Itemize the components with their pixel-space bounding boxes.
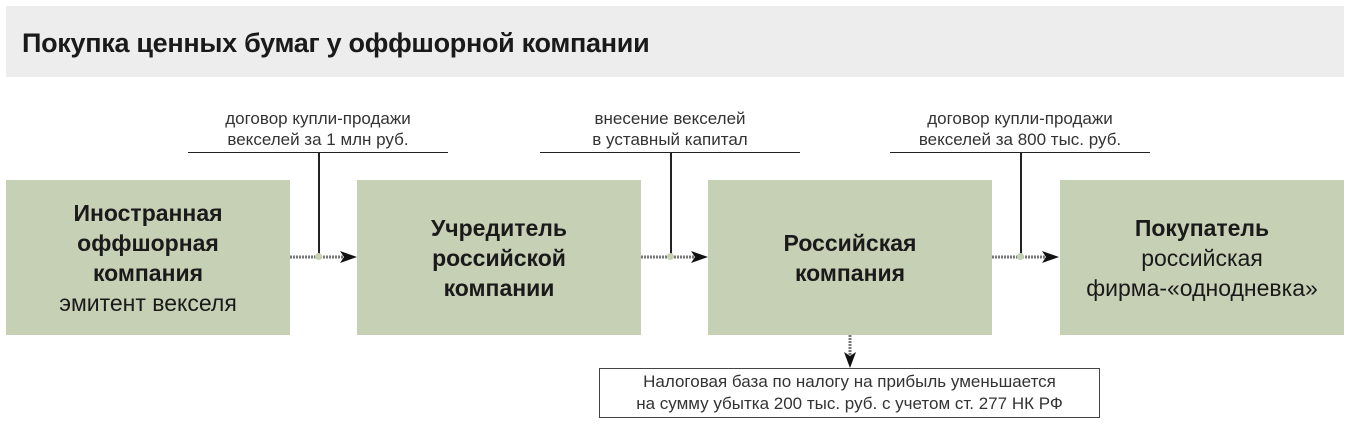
- junction-dot: [667, 253, 674, 260]
- arrow-right-icon: [992, 251, 1059, 263]
- label-capital: внесение векселей в уставный капитал: [540, 108, 800, 153]
- box-regular: эмитент векселя: [59, 289, 237, 316]
- junction-dot: [315, 253, 322, 260]
- page-title: Покупка ценных бумаг у оффшорной компани…: [22, 28, 650, 58]
- box-bold: Покупатель: [1134, 214, 1270, 241]
- label-line: в уставный капитал: [592, 130, 748, 149]
- box-offshore-issuer: Иностранная оффшорная компания эмитент ве…: [6, 180, 290, 335]
- note-line: на сумму убытка 200 тыс. руб. с учетом с…: [636, 394, 1063, 413]
- connector-line: [318, 153, 320, 257]
- label-line: векселей за 800 тыс. руб.: [918, 130, 1122, 149]
- label-line: внесение векселей: [594, 109, 746, 128]
- tax-note: Налоговая база по налогу на прибыль умен…: [599, 368, 1100, 418]
- box-buyer: Покупатель российская фирма-«однодневка»: [1060, 180, 1344, 335]
- box-russian-company: Российская компания: [708, 180, 992, 335]
- arrow-down-icon: [844, 335, 856, 368]
- arrow-right-icon: [641, 251, 708, 263]
- box-regular: российская фирма-«однодневка»: [1086, 244, 1318, 301]
- box-bold: Российская компания: [783, 229, 917, 286]
- note-line: Налоговая база по налогу на прибыль умен…: [643, 372, 1056, 391]
- junction-dot: [1017, 253, 1024, 260]
- connector-line: [670, 153, 672, 257]
- label-line: векселей за 1 млн руб.: [227, 130, 409, 149]
- box-bold: Учредитель российской компании: [430, 214, 568, 301]
- box-bold: Иностранная оффшорная компания: [73, 199, 223, 286]
- title-bar: Покупка ценных бумаг у оффшорной компани…: [6, 6, 1344, 77]
- box-founder: Учредитель российской компании: [357, 180, 641, 335]
- label-sale-800k: договор купли-продажи векселей за 800 тыс…: [890, 108, 1150, 153]
- label-line: договор купли-продажи: [225, 109, 411, 128]
- arrow-right-icon: [290, 251, 357, 263]
- label-sale-1m: договор купли-продажи векселей за 1 млн р…: [188, 108, 448, 153]
- label-line: договор купли-продажи: [927, 109, 1113, 128]
- connector-line: [1020, 153, 1022, 257]
